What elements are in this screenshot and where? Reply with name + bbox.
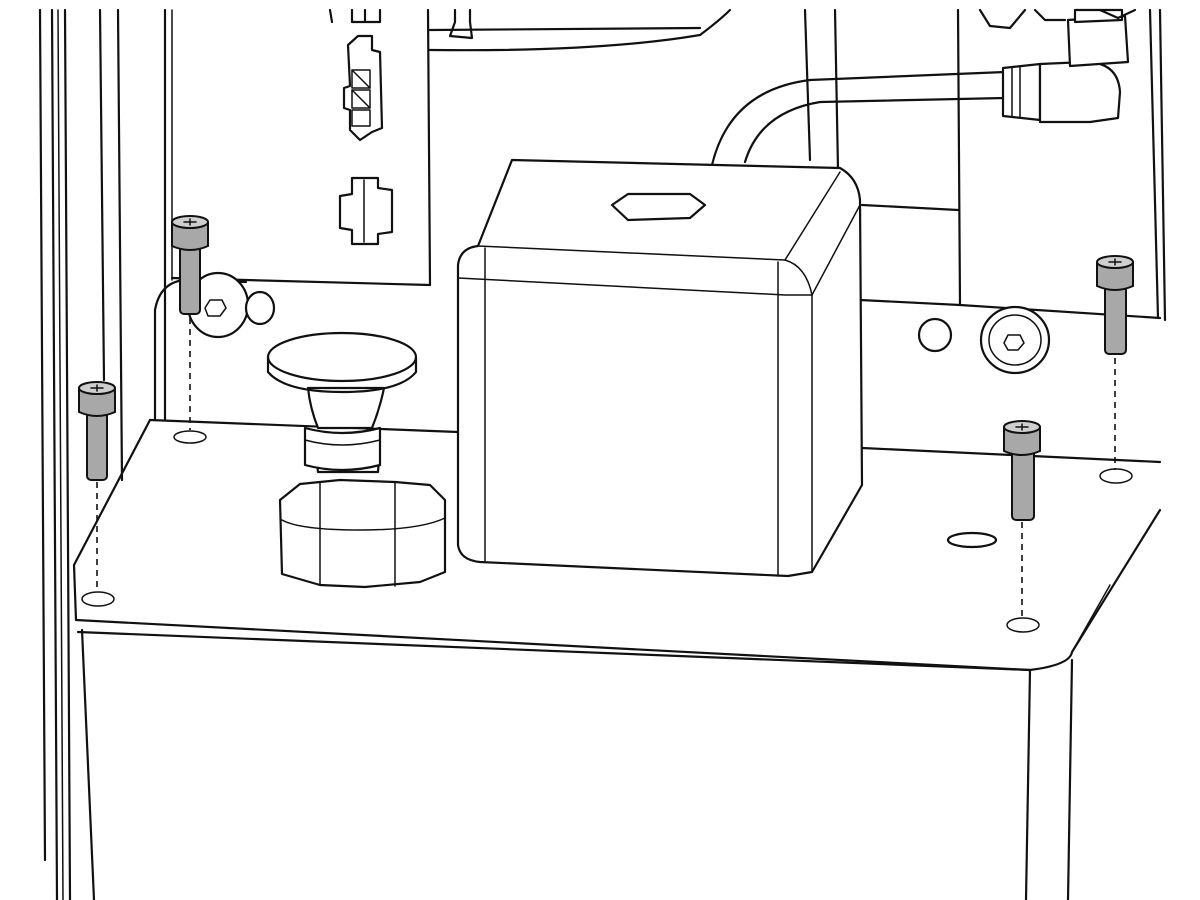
screw-2-icon <box>78 381 116 607</box>
hose-with-elbow-fitting-icon <box>710 8 1137 167</box>
left-frame <box>38 8 173 900</box>
hole-left-back <box>244 290 276 326</box>
back-panel <box>170 8 1167 322</box>
screw-hole-4 <box>1099 468 1133 484</box>
base-plate <box>72 418 1162 900</box>
connector-top <box>328 8 474 40</box>
hole-right-back <box>917 317 953 353</box>
hole-plate-center <box>946 531 998 549</box>
right-bracket <box>917 305 1051 375</box>
screw-4-icon <box>1096 255 1134 484</box>
sensor-cover-icon <box>456 158 864 578</box>
left-bracket <box>153 271 276 422</box>
screw-hole-3 <box>1006 617 1040 633</box>
screw-hole-2 <box>81 591 115 607</box>
float-cap-icon <box>266 331 447 589</box>
hex-washer-right-icon <box>979 305 1051 375</box>
screw-1-icon <box>171 215 209 444</box>
electrical-connector-2-icon <box>338 176 394 246</box>
screw-hole-1 <box>173 430 207 444</box>
electrical-connector-icon <box>342 34 384 142</box>
screw-3-icon <box>1003 420 1041 633</box>
